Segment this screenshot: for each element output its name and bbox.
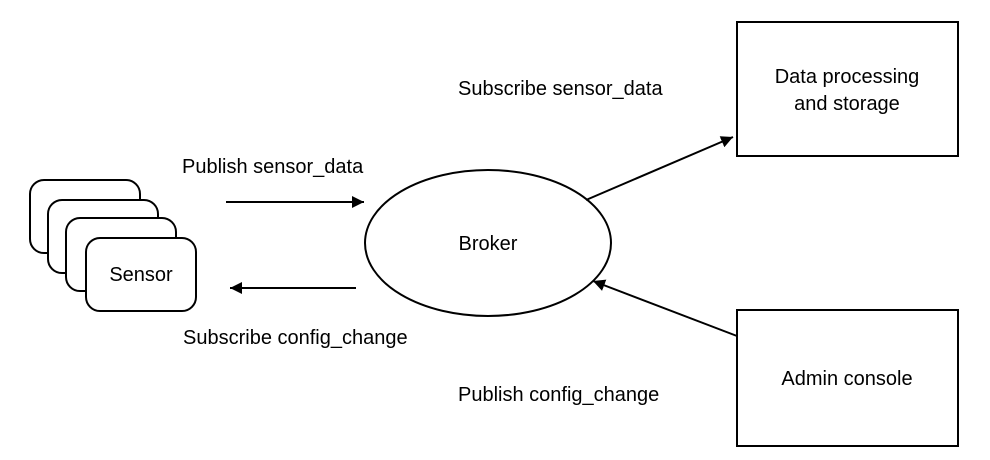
arrow-admin-to-broker [592, 279, 738, 337]
admin-console-node [736, 309, 959, 447]
data-processing-label-line1: Data processing [775, 66, 920, 88]
edge-label-subscribe-sensor-data: Subscribe sensor_data [458, 78, 663, 100]
edge-label-subscribe-config-change: Subscribe config_change [183, 327, 408, 349]
edge-label-publish-config-change: Publish config_change [458, 384, 660, 406]
broker-group: Broker [364, 169, 612, 317]
arrow-broker-to-data-processing [585, 136, 734, 201]
admin-console-group: Admin console [736, 309, 959, 447]
broker-label: Broker [459, 233, 518, 255]
data-processing-group: Data processing and storage [736, 21, 959, 157]
admin-console-label: Admin console [781, 368, 912, 390]
broker-node [364, 169, 612, 317]
edge-label-publish-sensor-data: Publish sensor_data [182, 156, 364, 178]
sensor-stack: Sensor [29, 179, 197, 312]
data-processing-node [736, 21, 959, 157]
data-processing-label-line2: and storage [794, 93, 900, 115]
sensor-node [85, 237, 197, 312]
sensor-label: Sensor [109, 264, 173, 286]
